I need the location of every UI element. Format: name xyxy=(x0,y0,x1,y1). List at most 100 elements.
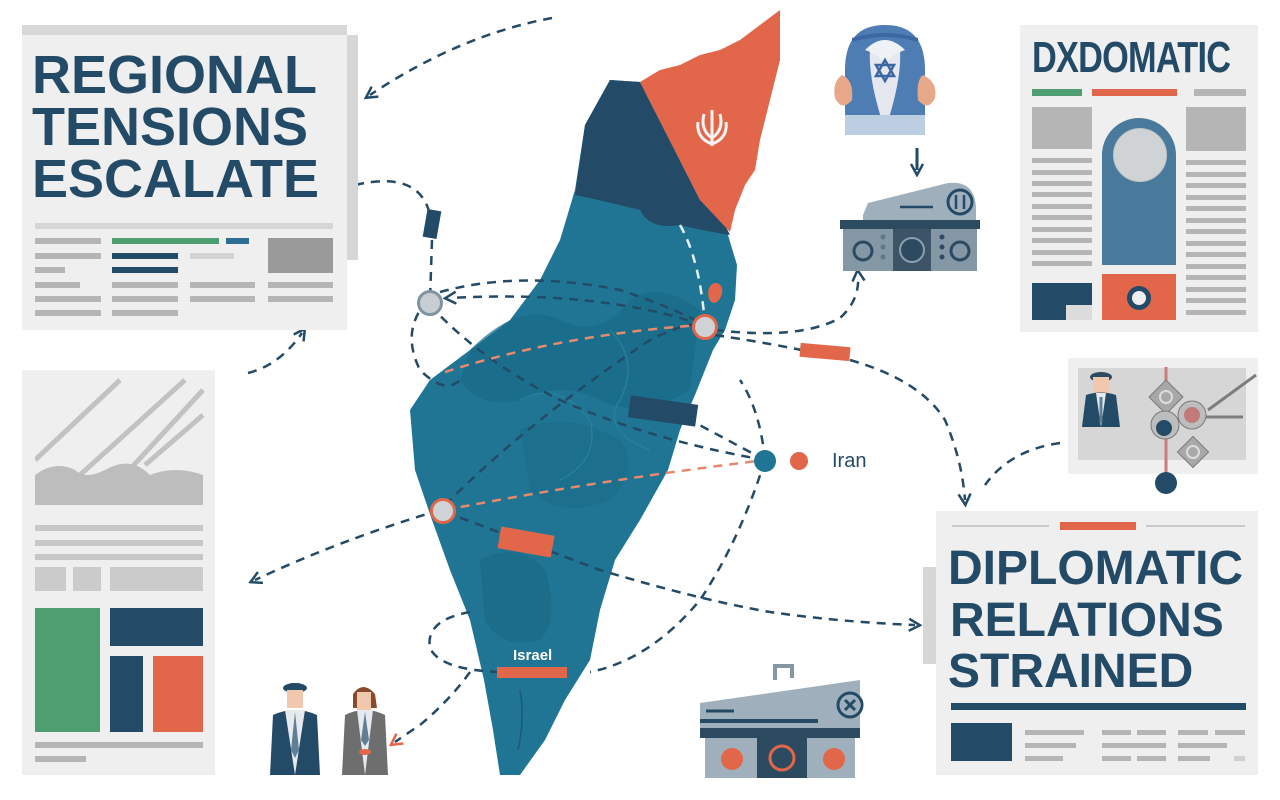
image-placeholder xyxy=(1186,107,1246,151)
accent-bar xyxy=(1032,89,1082,96)
text-line xyxy=(35,253,101,259)
image-placeholder xyxy=(1032,107,1092,149)
map-node-left-bottom[interactable] xyxy=(430,498,456,524)
text-line xyxy=(1186,160,1246,165)
text-line xyxy=(1186,206,1246,211)
text-line xyxy=(112,310,178,316)
northern-region xyxy=(575,80,730,235)
text-line xyxy=(1102,743,1166,748)
text-line xyxy=(112,267,178,273)
map-node-left-top[interactable] xyxy=(417,290,443,316)
text-line xyxy=(35,238,101,244)
text-line-accent xyxy=(112,238,219,244)
text-line xyxy=(1186,195,1246,200)
text-line xyxy=(1186,275,1246,280)
text-line xyxy=(1025,730,1084,735)
masthead: DXDOMATIC xyxy=(1032,33,1231,82)
text-line xyxy=(1032,181,1092,186)
accent-bar xyxy=(1060,522,1136,530)
text-line xyxy=(1025,743,1076,748)
text-line xyxy=(1032,192,1092,197)
map-node-right[interactable] xyxy=(692,314,718,340)
text-line xyxy=(112,296,178,302)
accent-bar xyxy=(1092,89,1177,96)
text-line xyxy=(1178,756,1210,761)
headline-line-3: STRAINED xyxy=(948,645,1194,698)
thumb xyxy=(35,567,66,591)
paper-body xyxy=(22,35,347,330)
text-line xyxy=(268,282,333,288)
ring-icon xyxy=(1127,286,1151,310)
text-line-accent xyxy=(226,238,249,244)
text-line xyxy=(1186,298,1246,303)
text-line xyxy=(1032,238,1092,243)
navy-block xyxy=(951,723,1012,761)
globe-icon xyxy=(1113,128,1167,182)
text-line xyxy=(1234,756,1245,761)
text-line xyxy=(1102,730,1131,735)
star-of-david-icon xyxy=(873,57,897,84)
diplomat-man xyxy=(270,683,320,775)
text-line xyxy=(35,296,101,302)
text-line xyxy=(190,296,255,302)
text-line xyxy=(190,253,234,259)
text-line xyxy=(112,253,178,259)
paper-side-tab xyxy=(923,567,936,664)
diplomat-woman xyxy=(342,687,388,775)
headline-line-3: ESCALATE xyxy=(32,149,320,209)
iran-territory xyxy=(640,10,780,232)
text-line xyxy=(1032,204,1092,209)
text-line xyxy=(1186,229,1246,234)
text-line xyxy=(35,267,65,273)
text-line xyxy=(1032,158,1092,163)
text-line xyxy=(1186,264,1246,269)
rule xyxy=(952,525,1049,527)
text-line xyxy=(1137,730,1166,735)
text-line xyxy=(1032,250,1092,255)
region-shape xyxy=(480,552,552,643)
text-line xyxy=(268,296,333,302)
israel-label: Israel xyxy=(513,647,553,664)
text-line xyxy=(1186,172,1246,177)
text-line xyxy=(1032,227,1092,232)
text-line xyxy=(35,756,86,762)
rule-heavy xyxy=(951,703,1246,710)
text-line xyxy=(1032,261,1092,266)
image-placeholder xyxy=(268,238,333,273)
text-line xyxy=(1186,241,1246,246)
headline-line-2: TENSIONS xyxy=(32,97,309,157)
text-line xyxy=(1186,310,1246,315)
paper-shadow xyxy=(345,35,358,260)
diplomats-pair xyxy=(270,683,388,775)
israeli-flag-figure xyxy=(834,25,936,135)
text-line xyxy=(1186,183,1246,188)
paper-top-strip xyxy=(22,25,347,35)
rule xyxy=(1146,525,1245,527)
iran-emblem-icon xyxy=(696,110,728,146)
text-line xyxy=(35,282,80,288)
text-line xyxy=(190,282,255,288)
headline-line-1: REGIONAL xyxy=(32,45,318,105)
text-line xyxy=(35,540,203,546)
legend-teal-dot xyxy=(790,452,808,470)
text-line xyxy=(1186,287,1246,292)
text-line xyxy=(1178,730,1208,735)
headline-line-1: DIPLOMATIC xyxy=(948,542,1244,595)
text-line xyxy=(1025,756,1063,761)
iran-label: Iran xyxy=(832,450,867,472)
text-line xyxy=(35,223,333,229)
map-marker-orange xyxy=(497,667,567,678)
thumb xyxy=(110,567,203,591)
green-block xyxy=(35,608,100,732)
landscape-illustration xyxy=(35,378,205,505)
headline-line-2: RELATIONS xyxy=(950,594,1224,647)
text-line xyxy=(1215,730,1245,735)
region-shape xyxy=(520,422,628,508)
text-line xyxy=(1137,756,1166,761)
text-line xyxy=(1102,756,1131,761)
text-line xyxy=(1032,170,1092,175)
text-line xyxy=(35,310,101,316)
map-node-iran[interactable] xyxy=(754,450,776,472)
satellite-device-top xyxy=(840,182,980,271)
orange-block xyxy=(153,656,203,732)
